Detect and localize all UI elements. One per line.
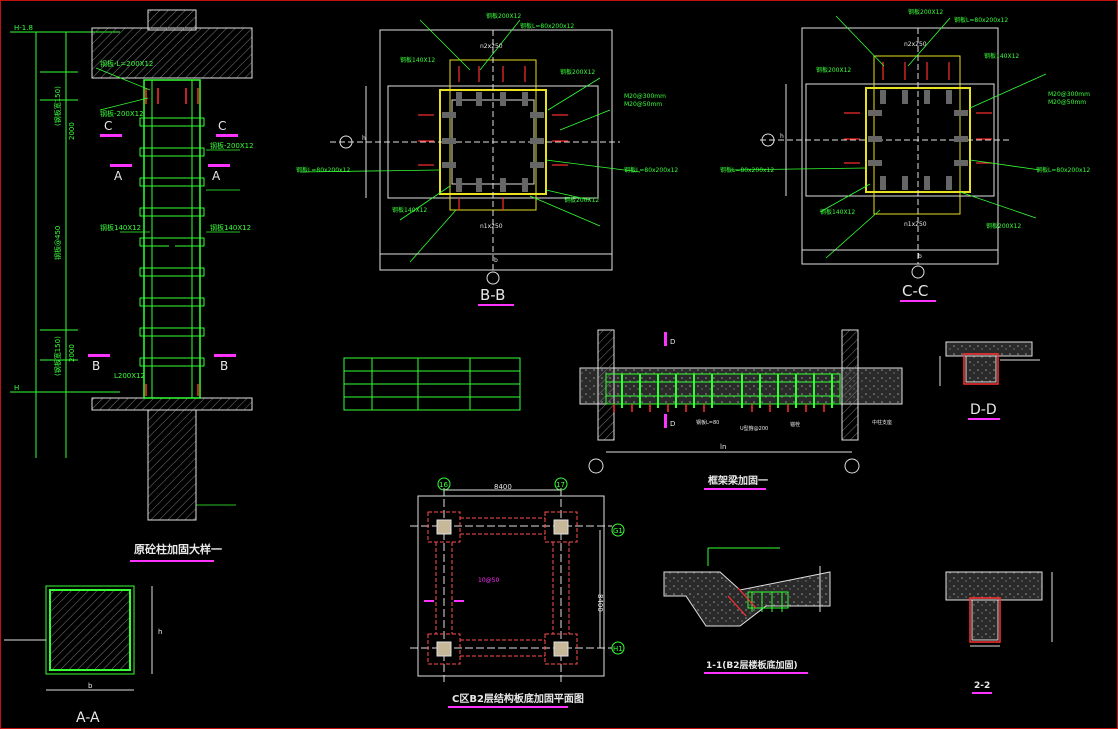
cc-note-4: M20@300mm xyxy=(1048,91,1090,98)
mark-a-left: A xyxy=(114,169,123,183)
mark-c-right: C xyxy=(218,119,226,133)
cc-note-3: 钢板200X12 xyxy=(816,66,851,74)
plan-labels: 16 17 G1 H1 8400 8400 10@50 xyxy=(439,481,623,653)
dim-bottom-value: 2000 xyxy=(68,344,76,362)
beam-title: 框架梁加固一 xyxy=(708,474,768,487)
dim-top-value: 2000 xyxy=(68,122,76,140)
axis-17: 17 xyxy=(556,481,565,489)
mark-a-right: A xyxy=(212,169,221,183)
beam-dim-ln: ln xyxy=(720,443,726,451)
bb-note-1: 钢板L=80x200x12 xyxy=(520,22,574,30)
axis-16: 16 xyxy=(439,481,448,489)
beam-note-1: U型箍@200 xyxy=(740,425,768,432)
note-1: 钢板-L=200X12 xyxy=(100,59,153,68)
bb-note-9: 钢板L=80x200x12 xyxy=(624,166,678,174)
cc-title: C-C xyxy=(902,282,928,300)
cc-note-0: 钢板200X12 xyxy=(908,8,943,16)
bb-notes: 钢板200X12 钢板L=80x200x12 钢板140X12 钢板200X12… xyxy=(296,12,678,264)
bb-dim-h: h xyxy=(362,135,366,142)
beam-mark-d-top: D xyxy=(670,338,675,346)
bb-dim-b: b xyxy=(494,257,498,264)
cc-notes: 钢板200X12 钢板L=80x200x12 钢板140X12 钢板200X12… xyxy=(720,8,1090,260)
mark-c-left: C xyxy=(104,119,112,133)
note-3: 钢板-200X12 xyxy=(210,141,254,150)
dim-top-text: (钢板宽150) xyxy=(53,86,62,126)
cc-dim-b: b xyxy=(918,253,922,260)
schedule-table xyxy=(343,357,521,411)
column-elevation xyxy=(10,9,253,521)
note-5: 钢板140X12 xyxy=(210,223,251,232)
cc-note-2: 钢板140X12 xyxy=(984,52,1019,60)
mark-b-left: B xyxy=(92,359,100,373)
section-bb xyxy=(299,19,641,285)
beam-elevation xyxy=(579,329,903,474)
dim-bottom-text: (钢板宽150) xyxy=(53,336,62,376)
cc-dim-n2: n2x250 xyxy=(904,41,927,48)
bb-note-7: 钢板200X12 xyxy=(564,196,599,204)
axis-h1: H1 xyxy=(613,645,623,653)
section-dd: D-D xyxy=(939,341,1040,420)
cc-note-6: 钢板140X12 xyxy=(820,208,855,216)
elevation-section-marks: C C A A B B xyxy=(92,119,228,373)
cc-note-1: 钢板L=80x200x12 xyxy=(954,16,1008,24)
level-bottom: H xyxy=(14,384,19,392)
plan-dim-y: 8400 xyxy=(596,594,604,612)
dd-title: D-D xyxy=(970,402,997,418)
bb-note-2: 钢板140X12 xyxy=(400,56,435,64)
bb-note-3: 钢板200X12 xyxy=(560,68,595,76)
section-aa: b h A-A xyxy=(4,585,162,726)
beam-note-2: 锚栓 xyxy=(790,421,800,428)
cc-note-5: M20@50mm xyxy=(1048,99,1086,106)
cc-note-8: 钢板L=80x200x12 xyxy=(720,166,774,174)
aa-title: A-A xyxy=(76,710,100,726)
bb-note-8: 钢板L=80x200x12 xyxy=(296,166,350,174)
section-11-title: 1-1(B2层楼板底加固) xyxy=(706,659,798,671)
cc-note-9: 钢板L=80x200x12 xyxy=(1036,166,1090,174)
section-22: 2-2 xyxy=(945,571,1053,694)
aa-dim-h: h xyxy=(158,628,162,636)
beam-mark-d-bottom: D xyxy=(670,420,675,428)
elevation-title: 原砼柱加固大样一 xyxy=(134,542,222,556)
cc-dim-n1: n1x250 xyxy=(904,221,927,228)
bb-dim-n1: n1x250 xyxy=(480,223,503,230)
note-4: 钢板140X12 xyxy=(100,223,141,232)
plan-note: 10@50 xyxy=(478,577,499,584)
cc-dim-h: h xyxy=(780,133,784,140)
cc-note-7: 钢板200X12 xyxy=(986,222,1021,230)
note-6: L200X12 xyxy=(114,372,145,380)
note-2: 钢板-200X12 xyxy=(100,109,144,118)
mark-b-right: B xyxy=(220,359,228,373)
column-straps xyxy=(139,117,205,367)
beam-note-0: 钢板L=80 xyxy=(696,419,719,426)
bb-note-6: 钢板140X12 xyxy=(392,206,427,214)
bb-note-0: 钢板200X12 xyxy=(486,12,521,20)
level-top: H-1.8 xyxy=(14,24,33,32)
bb-title: B-B xyxy=(480,286,505,304)
section-11: 1-1(B2层楼板底加固) xyxy=(663,547,831,674)
bb-dim-n2: n2x250 xyxy=(480,43,503,50)
aa-dim-b: b xyxy=(88,682,93,690)
bb-note-4: M20@300mm xyxy=(624,93,666,100)
plan-title: C区B2层结构板底加固平面图 xyxy=(452,692,584,705)
section-22-title: 2-2 xyxy=(974,681,990,691)
plan-dim-x: 8400 xyxy=(494,483,512,491)
beam-labels: D D ln 钢板L=80 U型箍@200 锚栓 中柱支座 xyxy=(670,338,892,451)
floor-plan xyxy=(410,477,625,682)
elevation-labels: H-1.8 H (钢板宽150) 2000 钢板@450 (钢板宽150) 20… xyxy=(14,24,254,392)
axis-g1: G1 xyxy=(613,527,623,535)
dim-mid-text: 钢板@450 xyxy=(53,226,62,260)
section-cc xyxy=(729,15,1047,279)
bb-note-5: M20@50mm xyxy=(624,101,662,108)
beam-note-3: 中柱支座 xyxy=(872,419,892,426)
